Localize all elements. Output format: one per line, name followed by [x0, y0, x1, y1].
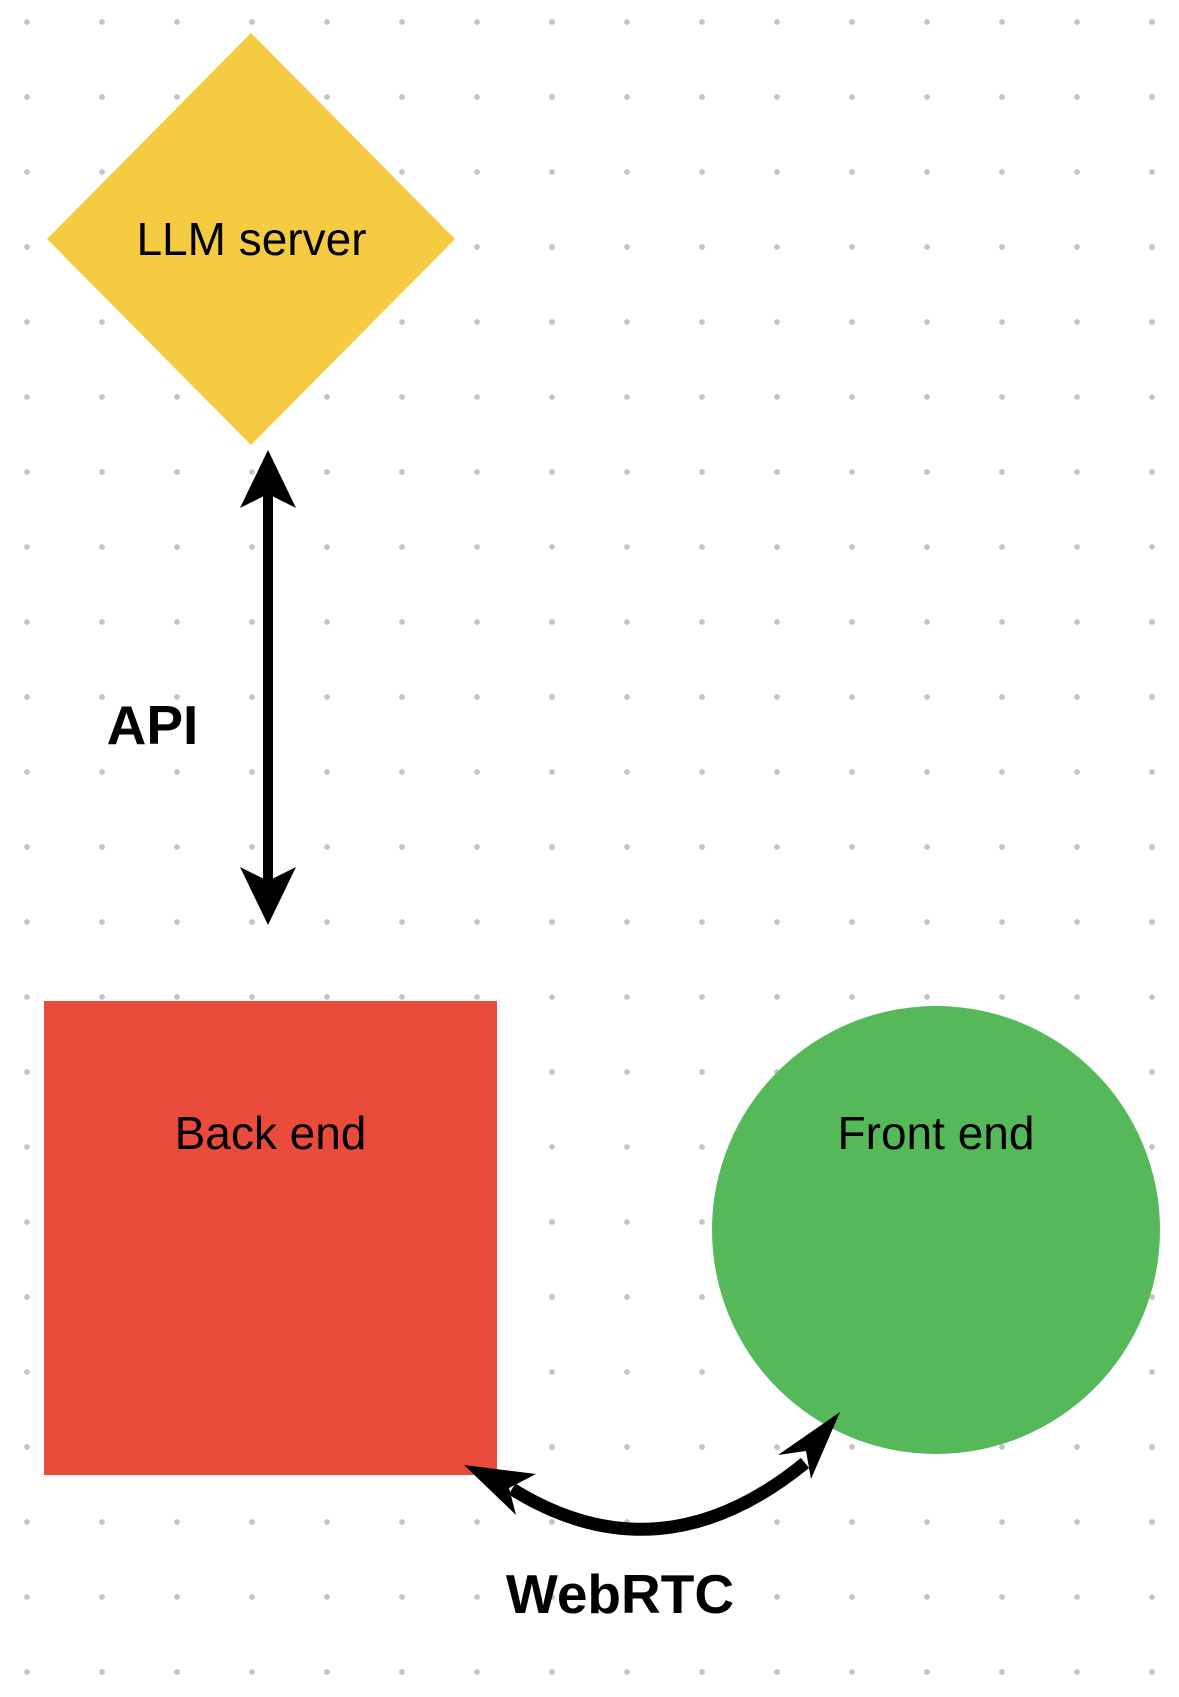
edge-api-connector[interactable]: [240, 450, 296, 925]
edge-webrtc-connector[interactable]: [464, 1412, 840, 1536]
edge-api-arrowhead-up: [240, 450, 296, 508]
edge-webrtc-arrowhead-left: [464, 1465, 536, 1515]
node-front-end-circle[interactable]: [712, 1006, 1160, 1454]
edge-webrtc-curve: [508, 1457, 810, 1536]
node-back-end-rect[interactable]: [44, 1001, 497, 1475]
edge-webrtc-arrowhead-right: [778, 1412, 840, 1479]
edge-api-arrowhead-down: [240, 867, 296, 925]
node-llm-server-diamond[interactable]: [47, 33, 455, 445]
